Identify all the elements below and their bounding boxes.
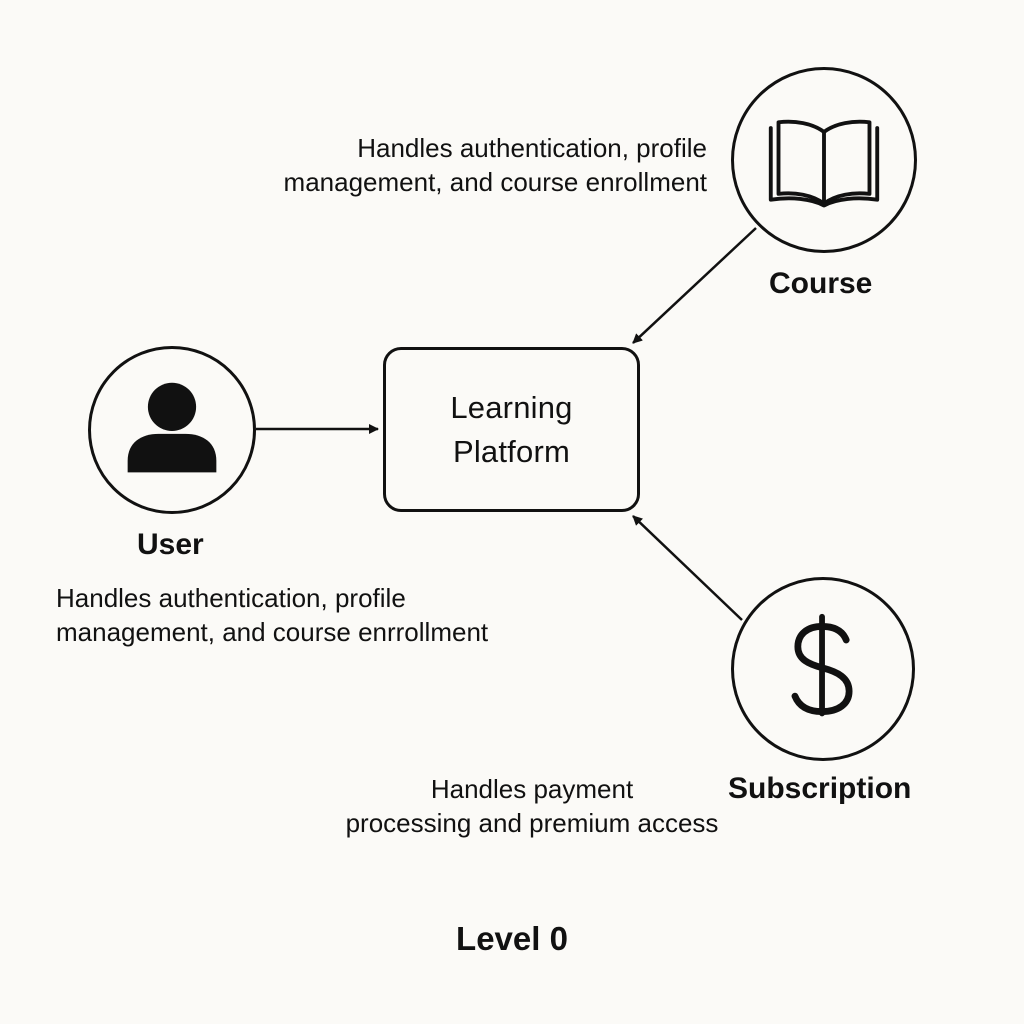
course-to-platform-arrow	[632, 227, 757, 344]
dollar-sign-icon	[791, 613, 853, 717]
course-label: Course	[769, 267, 873, 300]
learning-platform-process: Learning Platform	[383, 347, 640, 512]
user-icon	[127, 382, 217, 473]
subscription-label: Subscription	[728, 772, 912, 805]
course-node	[731, 67, 917, 253]
subscription-description: Handles payment processing and premium a…	[345, 774, 719, 838]
subscription-to-platform-arrow	[632, 515, 743, 621]
user-node	[88, 346, 256, 514]
course-description: Handles authentication, profile manageme…	[283, 133, 707, 197]
learning-platform-label: Learning Platform	[450, 389, 573, 469]
user-description: Handles authentication, profile manageme…	[56, 583, 489, 647]
user-label: User	[137, 528, 204, 561]
book-icon	[768, 119, 880, 208]
level-title: Level 0	[456, 920, 568, 957]
subscription-node	[731, 577, 915, 761]
